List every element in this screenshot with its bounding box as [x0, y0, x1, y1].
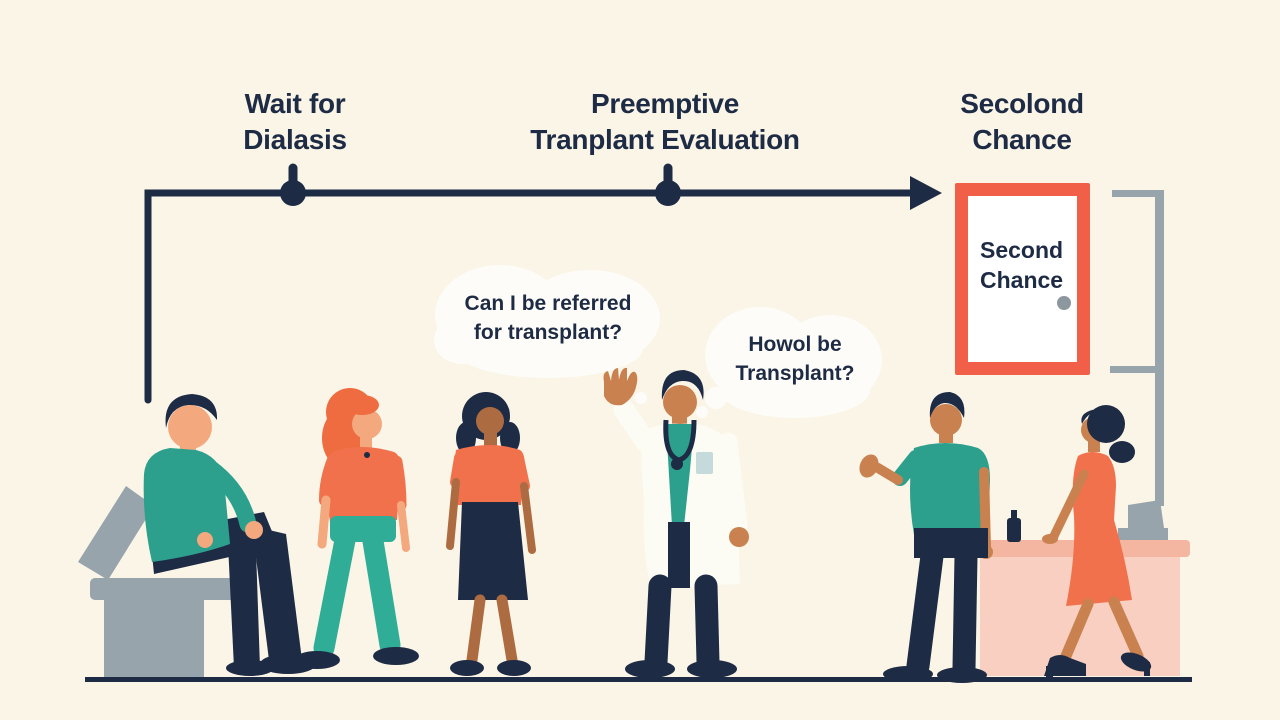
figure-seated-man-patient	[143, 394, 316, 676]
figure-man-standing-gesturing	[859, 392, 993, 683]
measuring-stand-pole	[1110, 190, 1168, 542]
figure-woman-standing-orange-hair	[294, 388, 419, 669]
timeline-step-1-label: Wait for Dialasis	[243, 88, 347, 155]
speech-bubble-2-text: Howol be Transplant?	[735, 333, 855, 385]
figure-woman-standing-dark-hair	[446, 392, 536, 676]
figure-woman-walking	[1042, 405, 1152, 677]
exam-chair	[78, 486, 240, 678]
floor-line	[85, 677, 1192, 682]
speech-bubble-1-shape	[434, 265, 660, 404]
figure-doctor-waving	[603, 367, 749, 678]
second-chance-door	[955, 183, 1090, 375]
speech-bubble-2-shape	[696, 307, 882, 418]
speech-bubble-1-text: Can I be referred for transplant?	[464, 292, 632, 344]
timeline-node-2	[655, 180, 681, 206]
timeline-node-1	[280, 180, 306, 206]
waving-hand	[603, 367, 638, 406]
timeline-arrow	[144, 163, 942, 404]
bottle-on-desk	[1007, 510, 1021, 542]
door-knob	[1057, 296, 1071, 310]
timeline-step-2-label: Preemptive Tranplant Evaluation	[530, 88, 800, 155]
door-label: Second Chance	[980, 237, 1064, 293]
timeline-step-3-label: Secolond Chance	[960, 88, 1084, 155]
